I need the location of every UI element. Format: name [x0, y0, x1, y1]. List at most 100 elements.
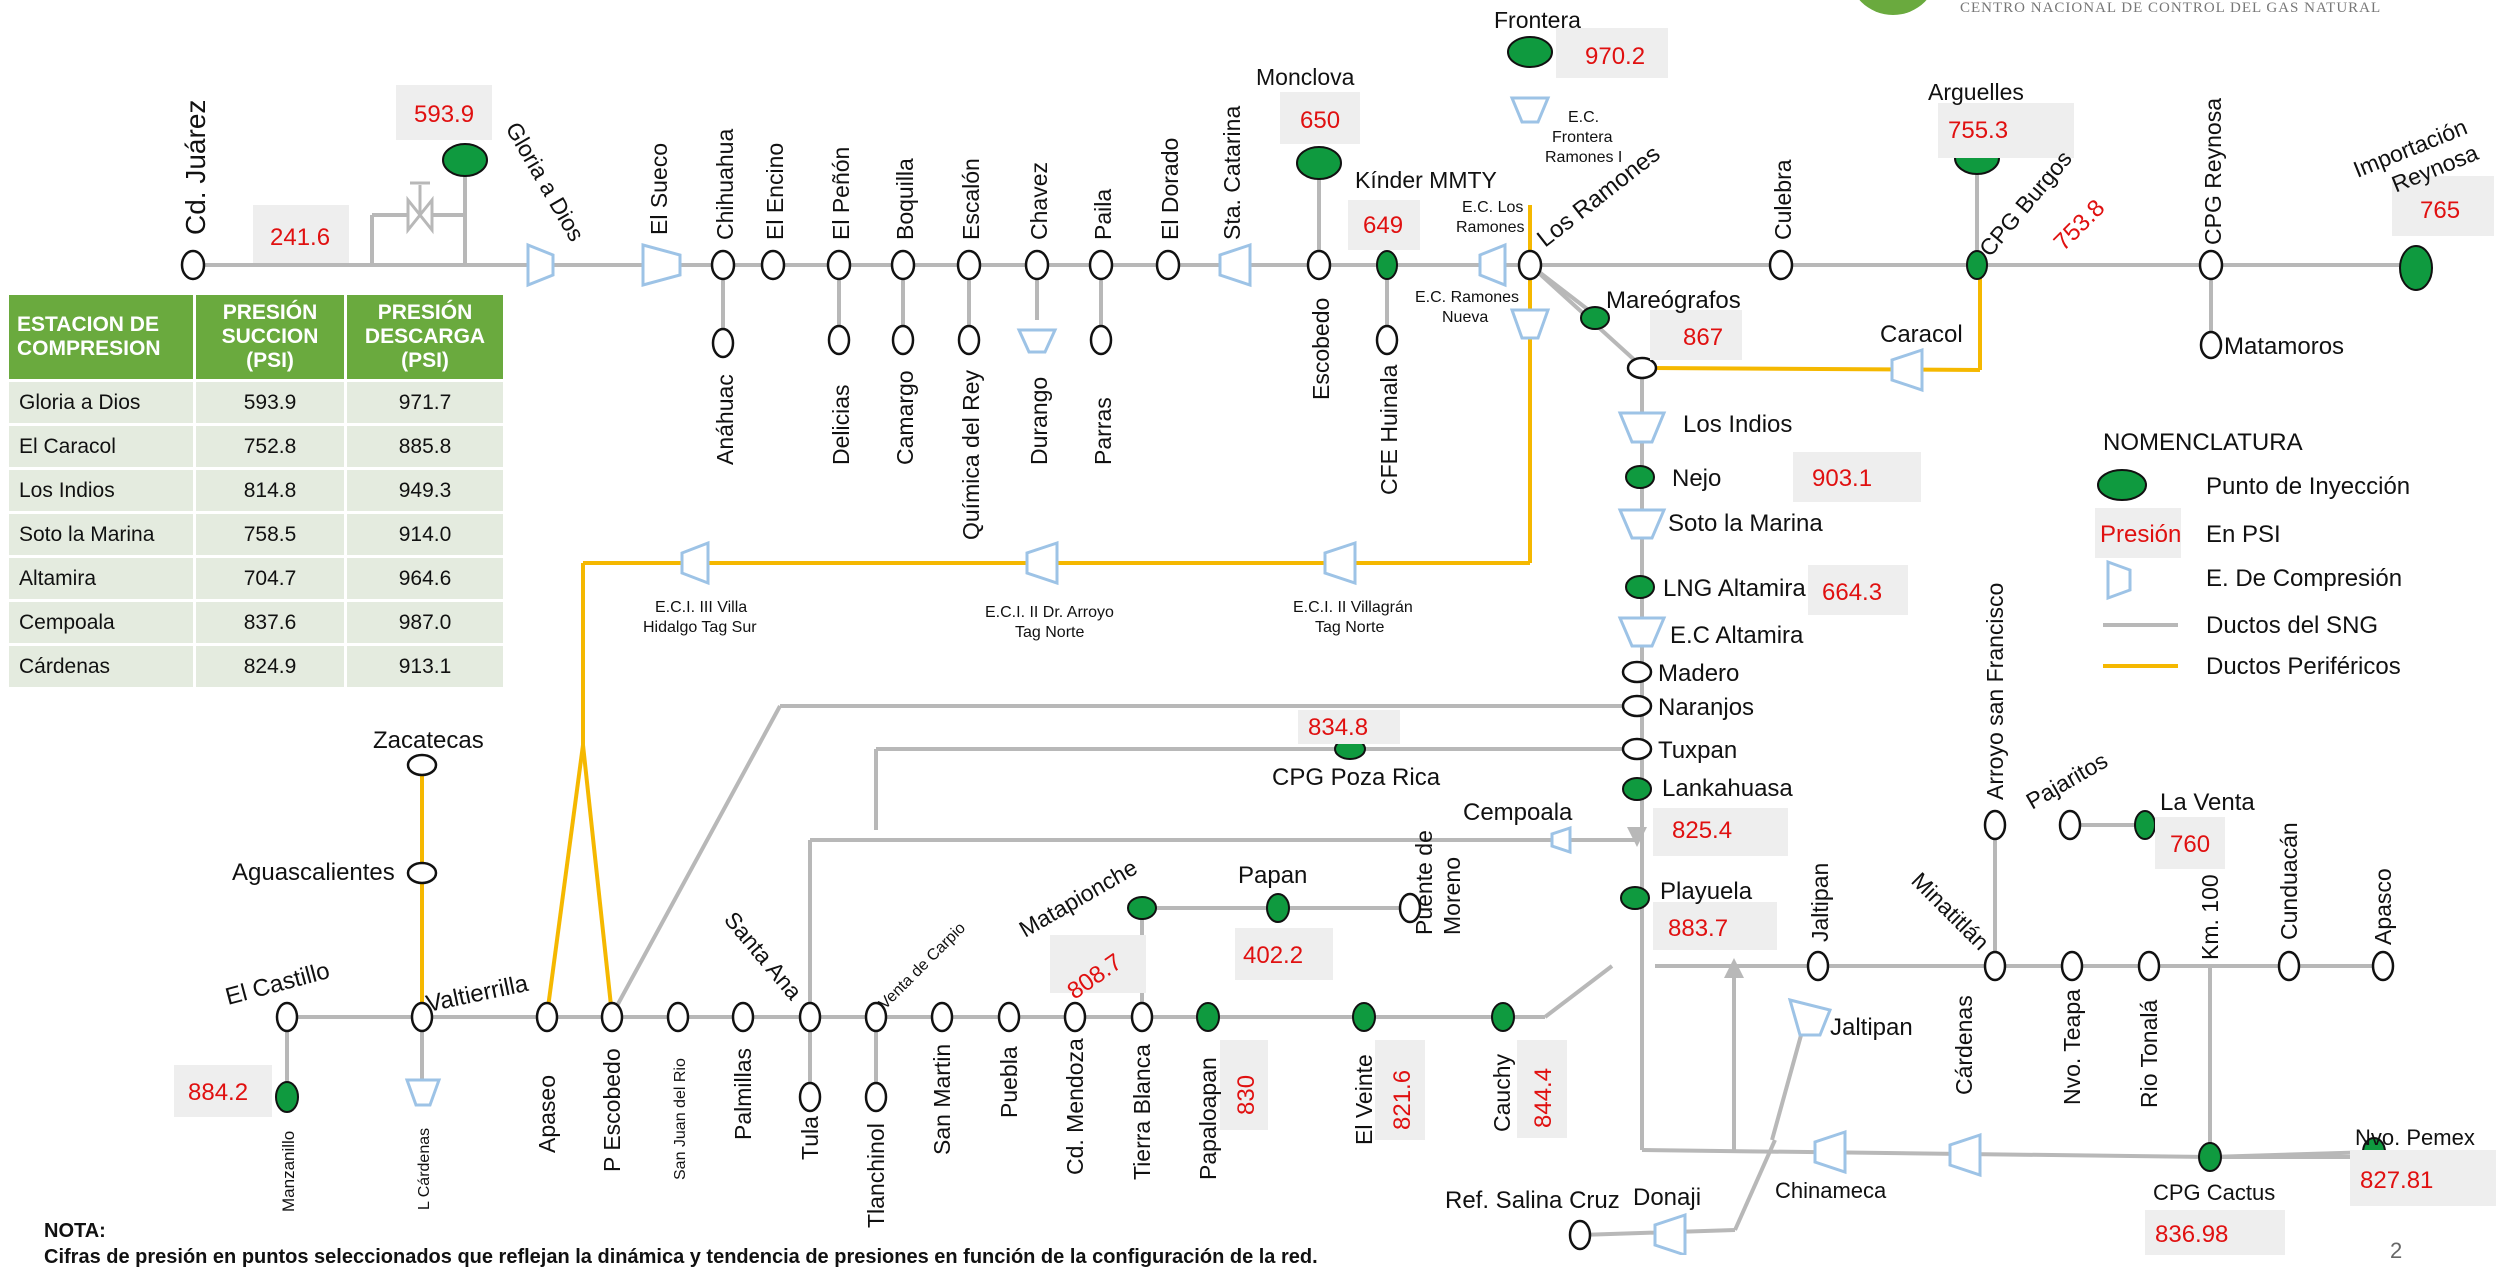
node-puente-moreno[interactable]: [1398, 892, 1422, 924]
injection-la-venta[interactable]: [2134, 810, 2156, 840]
node-pajaritos[interactable]: [2058, 809, 2082, 841]
node-paila[interactable]: [1088, 249, 1114, 281]
injection-lng-altamira[interactable]: [1625, 575, 1655, 599]
valve-icon: [406, 181, 434, 235]
node-cd-mendoza[interactable]: [1063, 1001, 1087, 1033]
node-caracol-junction[interactable]: [1626, 356, 1658, 380]
node-ref-salina[interactable]: [1568, 1219, 1592, 1251]
node-camargo[interactable]: [891, 324, 915, 356]
label-apaseo: Apaseo: [534, 1075, 560, 1153]
injection-nejo[interactable]: [1625, 465, 1655, 489]
label-monclova: Monclova: [1256, 64, 1355, 90]
legend-compression-label: E. De Compresión: [2206, 565, 2402, 592]
label-la-venta: La Venta: [2160, 789, 2255, 816]
injection-gloria[interactable]: [442, 143, 488, 177]
node-minatitlan[interactable]: [1983, 950, 2007, 982]
node-tlanchinol[interactable]: [864, 1081, 888, 1113]
node-zacatecas[interactable]: [406, 753, 438, 777]
compressor-stations: [404, 96, 2132, 1255]
node-tula[interactable]: [798, 1081, 822, 1113]
node-palmillas[interactable]: [731, 1001, 755, 1033]
injection-kinder[interactable]: [1376, 250, 1398, 280]
header-station: ESTACION DE COMPRESION: [9, 295, 193, 379]
node-arroyo-sf[interactable]: [1983, 809, 2007, 841]
node-nvo-teapa[interactable]: [2060, 950, 2084, 982]
table-header-row: ESTACION DE COMPRESION PRESIÓN SUCCION (…: [9, 295, 503, 379]
node-tierra-blanca[interactable]: [1130, 1001, 1154, 1033]
injection-importacion[interactable]: [2399, 245, 2433, 291]
node-escobedo[interactable]: [1306, 249, 1332, 281]
injection-mareografos[interactable]: [1580, 306, 1610, 330]
legend-compressor-icon: [2106, 559, 2132, 601]
node-jaltipan[interactable]: [1806, 950, 1830, 982]
node-venta-carpio[interactable]: [864, 1001, 888, 1033]
cell-discharge: 914.0: [347, 514, 503, 555]
injection-papan[interactable]: [1266, 893, 1290, 923]
label-madero: Madero: [1658, 660, 1739, 687]
node-san-martin[interactable]: [930, 1001, 954, 1033]
node-cfe-huinala[interactable]: [1375, 324, 1399, 356]
node-aguascalientes[interactable]: [406, 861, 438, 885]
injection-cpg-cactus[interactable]: [2198, 1142, 2222, 1172]
node-anahuac[interactable]: [711, 327, 735, 359]
label-san-martin: San Martin: [929, 1044, 955, 1155]
node-san-juan-rio[interactable]: [666, 1001, 690, 1033]
node-p-escobedo[interactable]: [600, 1001, 624, 1033]
node-parras[interactable]: [1089, 324, 1113, 356]
node-valtierrilla[interactable]: [410, 1001, 434, 1033]
injection-cauchy[interactable]: [1491, 1002, 1515, 1032]
injection-cpg-burgos[interactable]: [1966, 250, 1988, 280]
node-el-penon[interactable]: [826, 249, 852, 281]
node-cpg-reynosa[interactable]: [2198, 249, 2224, 281]
node-cunduacan[interactable]: [2277, 950, 2301, 982]
compressor-l-cardenas-icon: [404, 1078, 442, 1107]
pressure-664: 664.3: [1822, 579, 1882, 606]
injection-lankahuasa[interactable]: [1622, 777, 1652, 801]
label-caracol: Caracol: [1880, 321, 1963, 348]
injection-frontera[interactable]: [1507, 36, 1553, 68]
injection-papaloapan[interactable]: [1196, 1002, 1220, 1032]
node-naranjos[interactable]: [1621, 694, 1653, 718]
injection-manzanillo[interactable]: [275, 1081, 299, 1113]
injection-playuela[interactable]: [1620, 886, 1650, 910]
node-el-castillo[interactable]: [275, 1001, 299, 1033]
node-el-dorado[interactable]: [1155, 249, 1181, 281]
label-palmillas: Palmillas: [730, 1048, 756, 1140]
node-chavez[interactable]: [1024, 249, 1050, 281]
node-santa-ana[interactable]: [798, 1001, 822, 1033]
node-quimica[interactable]: [957, 324, 981, 356]
node-chihuahua[interactable]: [710, 249, 736, 281]
node-delicias[interactable]: [827, 324, 851, 356]
node-los-ramones[interactable]: [1517, 249, 1543, 281]
injection-monclova[interactable]: [1296, 146, 1342, 180]
compressor-cardenas-icon: [1948, 1132, 1982, 1178]
pressure-834: 834.8: [1308, 714, 1368, 741]
compressor-jaltipan-icon: [1787, 997, 1833, 1037]
node-tuxpan[interactable]: [1621, 737, 1653, 761]
node-madero[interactable]: [1621, 660, 1653, 684]
node-rio-tonala[interactable]: [2137, 950, 2161, 982]
node-cd-juarez[interactable]: [180, 249, 206, 281]
node-apasco[interactable]: [2371, 950, 2395, 982]
label-lng-altamira: LNG Altamira: [1663, 575, 1806, 602]
label-valtierrilla: Valtierrilla: [424, 970, 532, 1018]
node-culebra[interactable]: [1768, 249, 1794, 281]
node-boquilla[interactable]: [890, 249, 916, 281]
node-el-encino[interactable]: [760, 249, 786, 281]
label-manzanillo: Manzanillo: [279, 1131, 298, 1212]
node-matamoros[interactable]: [2199, 330, 2223, 360]
label-cempoala: Cempoala: [1463, 799, 1573, 826]
pressure-830: 830: [1233, 1075, 1260, 1115]
node-puebla[interactable]: [997, 1001, 1021, 1033]
node-apaseo[interactable]: [535, 1001, 559, 1033]
legend-title: NOMENCLATURA: [2103, 429, 2303, 456]
injection-el-veinte[interactable]: [1352, 1002, 1376, 1032]
injection-matapionche[interactable]: [1127, 896, 1157, 920]
label-nvo-pemex: Nvo. Pemex: [2355, 1125, 2475, 1150]
node-escalon[interactable]: [956, 249, 982, 281]
